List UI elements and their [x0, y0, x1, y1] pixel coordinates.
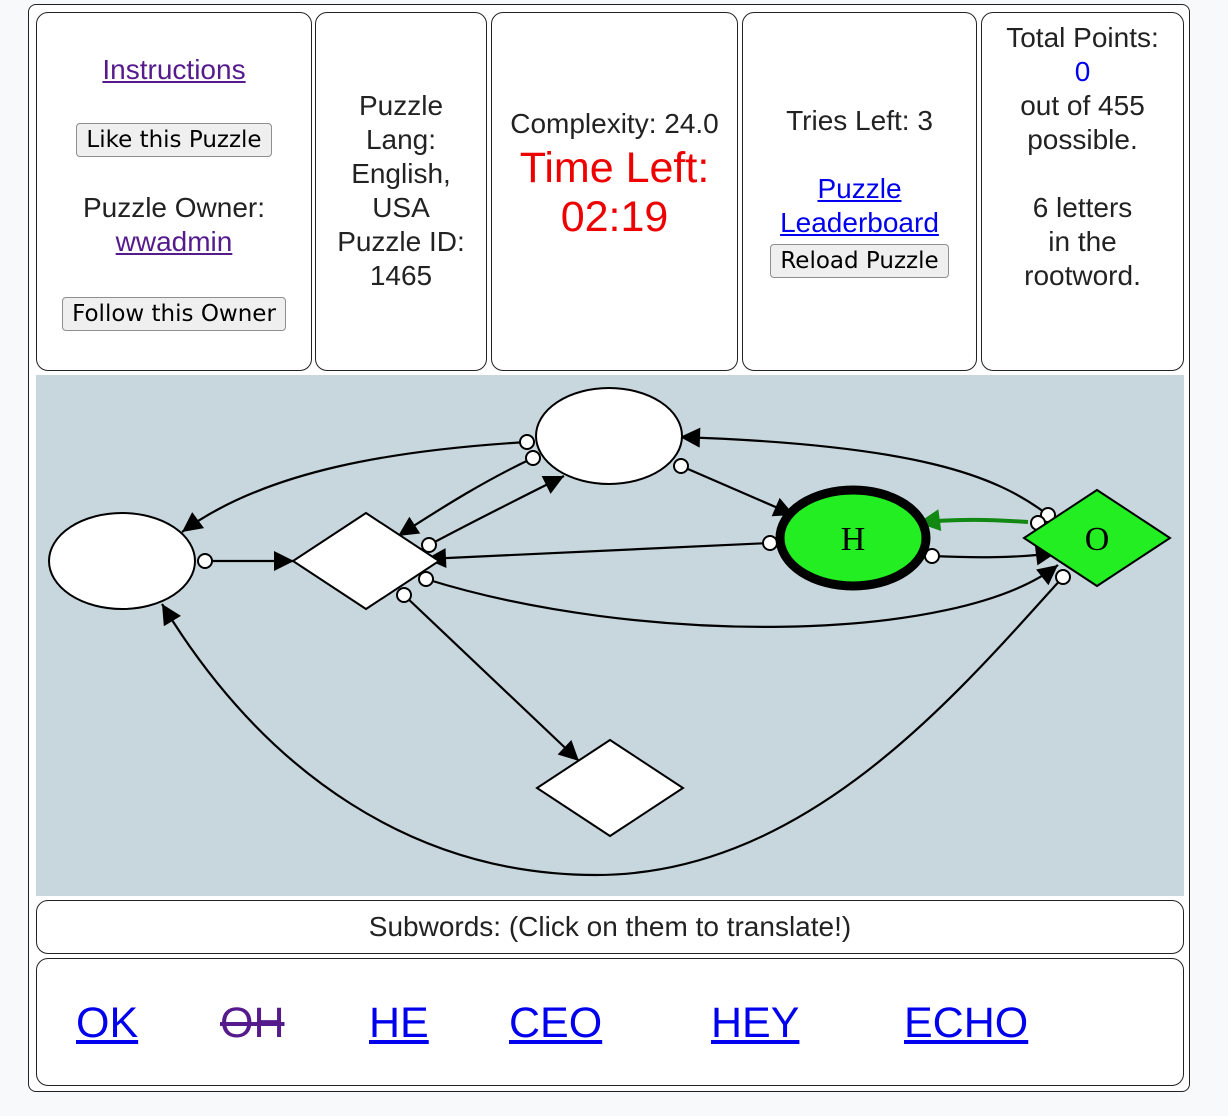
edge-tail-circle — [421, 537, 437, 553]
puzzle-lang-line3: English, — [351, 158, 451, 189]
letter-graph: H O — [36, 375, 1184, 896]
time-left-value: 02:19 — [560, 193, 669, 241]
time-left-label: Time Left: — [519, 144, 710, 192]
points-out-of: out of 455 — [1020, 90, 1145, 121]
edge-o-to-top — [679, 427, 1049, 516]
tries-panel: Tries Left: 3 Puzzle Leaderboard Reload … — [742, 12, 977, 371]
edge-top-to-left — [181, 440, 528, 533]
letters-line3: rootword. — [1024, 260, 1141, 291]
edge-tail-circle — [519, 434, 535, 450]
puzzle-info-panel: Puzzle Lang: English, USA Puzzle ID: 146… — [315, 12, 487, 371]
puzzle-lang-line2: Lang: — [365, 124, 437, 155]
edge-o-to-left — [161, 576, 1064, 877]
node-top-ellipse[interactable] — [535, 387, 683, 485]
edge-top-to-h — [680, 464, 795, 517]
owner-link[interactable]: wwadmin — [115, 226, 233, 257]
subwords-header-text: Subwords: (Click on them to translate!) — [368, 911, 852, 942]
subword-oh[interactable]: OH — [220, 999, 285, 1047]
edge-tail-circle — [762, 535, 778, 551]
instructions-link[interactable]: Instructions — [102, 54, 246, 85]
points-possible: possible. — [1027, 124, 1138, 155]
puzzle-id-value: 1465 — [369, 260, 433, 291]
total-points-label: Total Points: — [1006, 22, 1159, 53]
edge-tail-circle — [673, 458, 689, 474]
edge-o-to-h-found — [917, 509, 1029, 532]
edge-tail-circle — [1055, 569, 1071, 585]
node-h-ellipse[interactable] — [775, 485, 931, 591]
subword-ceo[interactable]: CEO — [509, 999, 603, 1047]
complexity-text: Complexity: 24.0 — [510, 108, 719, 139]
graph-svg: H O — [48, 387, 1172, 877]
puzzle-lang-line1: Puzzle — [358, 90, 444, 121]
follow-owner-button[interactable]: Follow this Owner — [62, 297, 286, 331]
letters-line2: in the — [1048, 226, 1117, 257]
points-panel: Total Points: 0 out of 455 possible. 6 l… — [981, 12, 1184, 371]
leaderboard-link-line1[interactable]: Puzzle — [817, 173, 902, 204]
owner-label: Puzzle Owner: — [82, 192, 266, 223]
leaderboard-link-line2[interactable]: Leaderboard — [780, 207, 939, 238]
node-o-diamond[interactable] — [1022, 488, 1172, 588]
subword-hey[interactable]: HEY — [711, 999, 800, 1047]
edge-d1-to-top — [428, 475, 565, 546]
edge-h-to-o — [931, 545, 1057, 566]
subword-ok[interactable]: OK — [76, 999, 139, 1047]
puzzle-lang-line4: USA — [372, 192, 430, 223]
subwords-header: Subwords: (Click on them to translate!) — [36, 900, 1184, 954]
node-o-letter: O — [1085, 521, 1110, 558]
edge-tail-circle — [525, 450, 541, 466]
timer-panel: Complexity: 24.0 Time Left: 02:19 — [491, 12, 738, 371]
node-diamond-middle[interactable] — [291, 511, 441, 611]
subwords-list — [36, 958, 1184, 1086]
edge-tail-circle — [197, 553, 213, 569]
edge-top-to-d1 — [397, 457, 534, 537]
letters-line1: 6 letters — [1032, 192, 1133, 223]
puzzle-id-label: Puzzle ID: — [337, 226, 465, 257]
edge-d1-to-o — [425, 564, 1059, 628]
points-value: 0 — [1074, 56, 1091, 87]
node-h-letter: H — [841, 521, 866, 558]
edge-d1-to-bottom — [403, 594, 580, 762]
subword-he[interactable]: HE — [369, 999, 429, 1047]
tries-left-text: Tries Left: 3 — [786, 105, 933, 136]
subword-echo[interactable]: ECHO — [904, 999, 1029, 1047]
edge-h-to-d1 — [425, 541, 771, 569]
edge-tail-circle — [418, 571, 434, 587]
reload-puzzle-button[interactable]: Reload Puzzle — [770, 244, 949, 278]
node-diamond-bottom[interactable] — [535, 738, 685, 838]
owner-panel: Instructions Like this Puzzle Puzzle Own… — [36, 12, 312, 371]
like-puzzle-button[interactable]: Like this Puzzle — [76, 123, 272, 157]
edge-tail-circle — [396, 587, 412, 603]
node-left-ellipse[interactable] — [48, 512, 196, 610]
